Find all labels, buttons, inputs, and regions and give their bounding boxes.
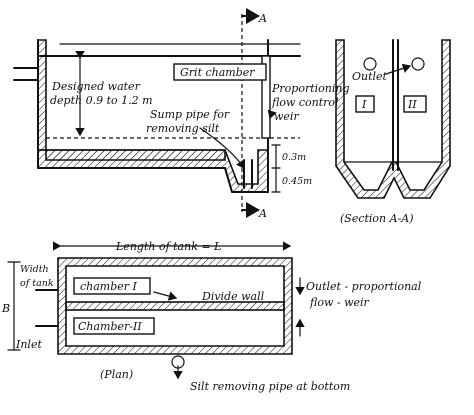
outlet-label-2: flow - weir [309, 296, 370, 309]
section-chamber-1-box [355, 95, 375, 113]
tank-floor [37, 149, 269, 193]
section-outlet-label: Outlet [352, 70, 388, 83]
plan-chamber-2-box [73, 317, 155, 335]
section-chamber-2-label: II [407, 98, 417, 111]
divide-wall-label: Divide wall [201, 290, 265, 303]
cross-section-aa: Outlet I II (Section A-A) [335, 39, 451, 225]
tank-outline [37, 39, 269, 193]
longitudinal-section: A A Grit chamber Designed water depth 0.… [13, 8, 350, 220]
weir-label-3: weir [274, 110, 299, 123]
width-label-2: of tank [20, 278, 54, 289]
weir-label-2: flow control [271, 96, 339, 109]
weir-label-1: Proportioning [271, 82, 350, 95]
weir-plate [261, 55, 271, 139]
section-mark-bottom: A [258, 207, 267, 220]
inlet-pipe [13, 67, 39, 81]
plan-outer-walls [57, 257, 293, 355]
designed-water-label-2: depth 0.9 to 1.2 m [50, 94, 153, 107]
sump-label-2: removing silt [146, 122, 220, 135]
dim-top-label: 0.3m [282, 152, 306, 163]
grit-chamber-box [173, 63, 267, 81]
silt-pipe-label: Silt removing pipe at bottom [190, 380, 350, 393]
divide-wall [65, 301, 285, 311]
width-label-1: Width [20, 264, 49, 275]
plan-chamber-1-label: chamber I [80, 280, 138, 293]
inlet-label: Inlet [15, 338, 42, 351]
section-chamber-1-label: I [361, 98, 367, 111]
plan-chamber-1-box [73, 277, 151, 295]
dim-bottom-label: 0.45m [282, 176, 312, 187]
outlet-label-1: Outlet - proportional [306, 280, 422, 293]
sump-label-1: Sump pipe for [150, 108, 230, 121]
section-mark-top: A [258, 12, 267, 25]
plan-caption: (Plan) [100, 368, 133, 381]
plan-chamber-2-label: Chamber-II [78, 320, 142, 333]
designed-water-label-1: Designed water [51, 80, 141, 93]
length-label: Length of tank = L [115, 240, 221, 253]
section-caption: (Section A-A) [340, 212, 414, 225]
section-chamber-2-box [403, 95, 427, 113]
width-symbol: B [1, 302, 10, 315]
grit-chamber-label: Grit chamber [180, 66, 255, 79]
plan-view: Length of tank = L chamber I Chamber-II … [1, 240, 422, 393]
